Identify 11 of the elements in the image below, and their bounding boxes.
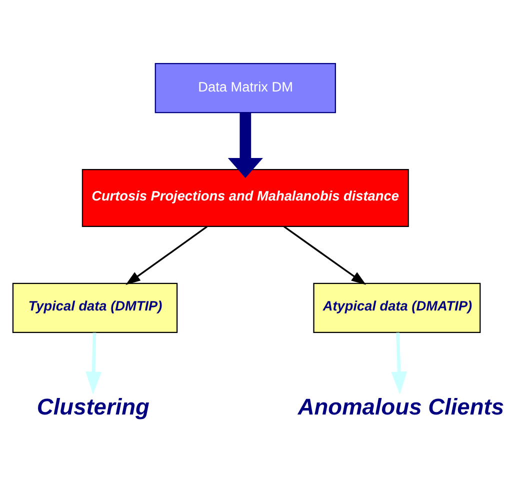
arrow: [86, 332, 102, 395]
node-box: Curtosis Projections and Mahalanobis distance: [82, 168, 409, 228]
node-box: Typical data (DMTIP): [12, 282, 178, 334]
node-box: Data Matrix DM: [154, 63, 336, 114]
arrow: [284, 226, 366, 285]
arrow: [126, 226, 208, 285]
node-text: Clustering: [36, 393, 150, 420]
arrow: [391, 332, 408, 395]
node-box: Atypical data (DMATIP): [313, 282, 481, 334]
arrow: [228, 112, 263, 178]
node-text: Anomalous Clients: [298, 393, 504, 420]
